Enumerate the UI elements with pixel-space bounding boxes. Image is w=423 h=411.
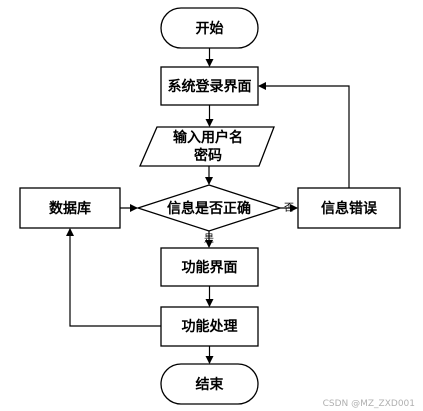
check-decision-label: 信息是否正确 <box>167 200 251 217</box>
end-label: 结束 <box>196 376 225 393</box>
database-node: 数据库 <box>19 187 121 229</box>
start-label: 开始 <box>196 20 224 37</box>
input-credentials-node: 输入用户名 密码 <box>139 126 275 167</box>
end-node: 结束 <box>160 363 259 405</box>
edge-error-to-login <box>258 82 350 188</box>
function-process-node: 功能处理 <box>160 306 259 347</box>
edge-label-yes: 是 <box>204 233 214 245</box>
check-decision-node: 信息是否正确 <box>135 184 283 232</box>
input-label-line2: 密码 <box>193 147 222 164</box>
input-label-line1: 输入用户名 <box>173 129 243 146</box>
error-label: 信息错误 <box>321 200 378 217</box>
function-process-label: 功能处理 <box>182 318 238 335</box>
function-screen-label: 功能界面 <box>182 259 238 276</box>
login-screen-label: 系统登录界面 <box>168 78 252 95</box>
edge-process-to-database <box>66 228 161 327</box>
watermark-text: CSDN @MZ_ZXD001 <box>322 399 415 409</box>
edge-label-no: 否 <box>284 202 294 214</box>
login-screen-node: 系统登录界面 <box>160 66 259 106</box>
error-node: 信息错误 <box>297 187 401 229</box>
start-node: 开始 <box>160 7 259 49</box>
database-label: 数据库 <box>49 200 91 217</box>
function-screen-node: 功能界面 <box>160 247 259 287</box>
